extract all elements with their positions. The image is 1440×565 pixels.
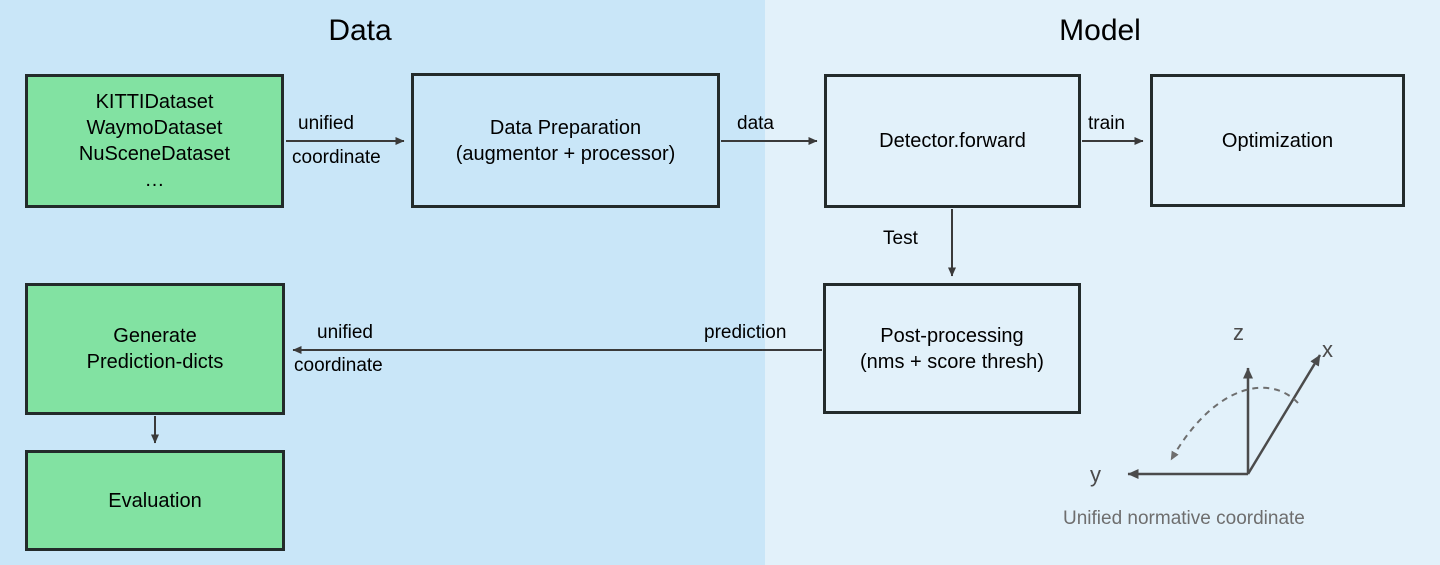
- edge-label-unified-bottom: unified: [317, 322, 373, 343]
- edge-label-test: Test: [883, 228, 918, 249]
- axis-label-y: y: [1090, 462, 1101, 487]
- edge-label-data: data: [737, 113, 774, 134]
- node-optimization[interactable]: Optimization: [1150, 74, 1405, 207]
- node-datasets[interactable]: KITTIDataset WaymoDataset NuSceneDataset…: [25, 74, 284, 208]
- node-detector-forward-label: Detector.forward: [879, 130, 1026, 152]
- edge-label-coordinate-bottom: coordinate: [294, 355, 383, 376]
- node-evaluation[interactable]: Evaluation: [25, 450, 285, 551]
- axis-label-z: z: [1233, 320, 1244, 345]
- axis-label-x: x: [1322, 337, 1333, 362]
- node-post-processing[interactable]: Post-processing (nms + score thresh): [823, 283, 1081, 414]
- node-detector-forward[interactable]: Detector.forward: [824, 74, 1081, 208]
- node-post-processing-label: Post-processing (nms + score thresh): [860, 324, 1044, 373]
- edge-label-prediction: prediction: [704, 322, 787, 343]
- node-generate-prediction-dicts-label: Generate Prediction-dicts: [86, 325, 224, 373]
- edge-label-coordinate-top: coordinate: [292, 147, 381, 168]
- node-data-preparation[interactable]: Data Preparation (augmentor + processor): [411, 73, 720, 208]
- node-evaluation-label: Evaluation: [108, 489, 202, 512]
- node-data-preparation-label: Data Preparation (augmentor + processor): [455, 116, 676, 165]
- node-datasets-label: KITTIDataset WaymoDataset NuSceneDataset…: [78, 91, 231, 191]
- edge-label-train: train: [1088, 113, 1125, 134]
- node-generate-prediction-dicts[interactable]: Generate Prediction-dicts: [25, 283, 285, 415]
- section-title-data: Data: [328, 14, 392, 47]
- node-optimization-label: Optimization: [1221, 129, 1334, 152]
- coordinate-widget-caption: Unified normative coordinate: [1063, 508, 1305, 529]
- section-title-model: Model: [1059, 14, 1141, 47]
- edge-label-unified-top: unified: [298, 113, 354, 134]
